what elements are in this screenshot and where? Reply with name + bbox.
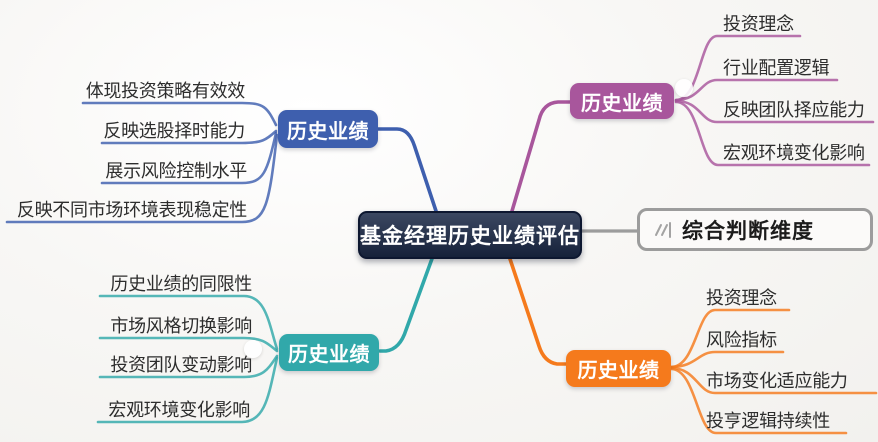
- connector-center-topleft: [376, 127, 438, 213]
- leaf-connector: [674, 100, 871, 167]
- connector-center-bottomleft: [378, 254, 435, 353]
- leaf-connector: [96, 356, 279, 424]
- branch-node-bottom-left[interactable]: 历史业绩: [279, 334, 379, 371]
- leaf-connector: [100, 129, 278, 145]
- collapse-indicator[interactable]: [244, 340, 262, 358]
- leaf-topic[interactable]: 宏观环境变化影响: [723, 143, 865, 164]
- connector-center-topright: [510, 100, 572, 213]
- leaf-connector: [674, 34, 802, 102]
- leaf-connector: [98, 336, 279, 353]
- side-node-label: 综合判断维度: [682, 218, 814, 243]
- leaf-connector: [669, 367, 848, 435]
- leaf-connector: [669, 350, 785, 369]
- leaf-connector: [674, 99, 875, 124]
- leaf-topic[interactable]: 反映不同市场环境表现稳定性: [16, 200, 247, 221]
- skip-end-icon: [653, 221, 673, 239]
- leaf-connector: [669, 366, 878, 395]
- collapse-indicator[interactable]: [675, 79, 693, 97]
- leaf-topic[interactable]: 行业配置逻辑: [723, 58, 830, 79]
- leaf-topic[interactable]: 体现投资策略有效效: [85, 81, 246, 102]
- leaf-topic[interactable]: 展示风险控制水平: [105, 161, 247, 182]
- leaf-connector: [674, 78, 839, 102]
- leaf-connector: [669, 308, 791, 369]
- leaf-topic[interactable]: 反映团队择应能力: [723, 100, 865, 121]
- leaf-topic[interactable]: 宏观环境变化影响: [108, 400, 250, 421]
- leaf-topic[interactable]: 风险指标: [706, 330, 777, 351]
- leaf-connector: [98, 354, 279, 379]
- leaf-topic[interactable]: 反映选股择时能力: [103, 121, 245, 142]
- leaf-topic[interactable]: 历史业绩的同限性: [110, 274, 252, 295]
- leaf-connector: [81, 101, 278, 127]
- leaf-topic[interactable]: 投资理念: [723, 14, 794, 35]
- central-topic[interactable]: 基金经理历史业绩评估: [358, 211, 582, 259]
- connector-center-bottomright: [507, 254, 569, 366]
- side-node-summary[interactable]: 综合判断维度: [637, 208, 873, 251]
- leaf-connector: [98, 294, 279, 351]
- leaf-connector: [100, 131, 278, 185]
- leaf-topic[interactable]: 市场变化适应能力: [706, 371, 848, 392]
- leaf-topic[interactable]: 投资理念: [706, 288, 777, 309]
- leaf-topic[interactable]: 投亨逻辑持续性: [706, 411, 830, 432]
- branch-node-top-right[interactable]: 历史业绩: [570, 83, 674, 119]
- branch-node-top-left[interactable]: 历史业绩: [278, 110, 378, 148]
- leaf-topic[interactable]: 投资团队变动影响: [110, 355, 252, 376]
- branch-node-bottom-right[interactable]: 历史业绩: [566, 350, 671, 387]
- leaf-connector: [5, 133, 279, 224]
- leaf-topic[interactable]: 市场风格切换影响: [110, 316, 252, 337]
